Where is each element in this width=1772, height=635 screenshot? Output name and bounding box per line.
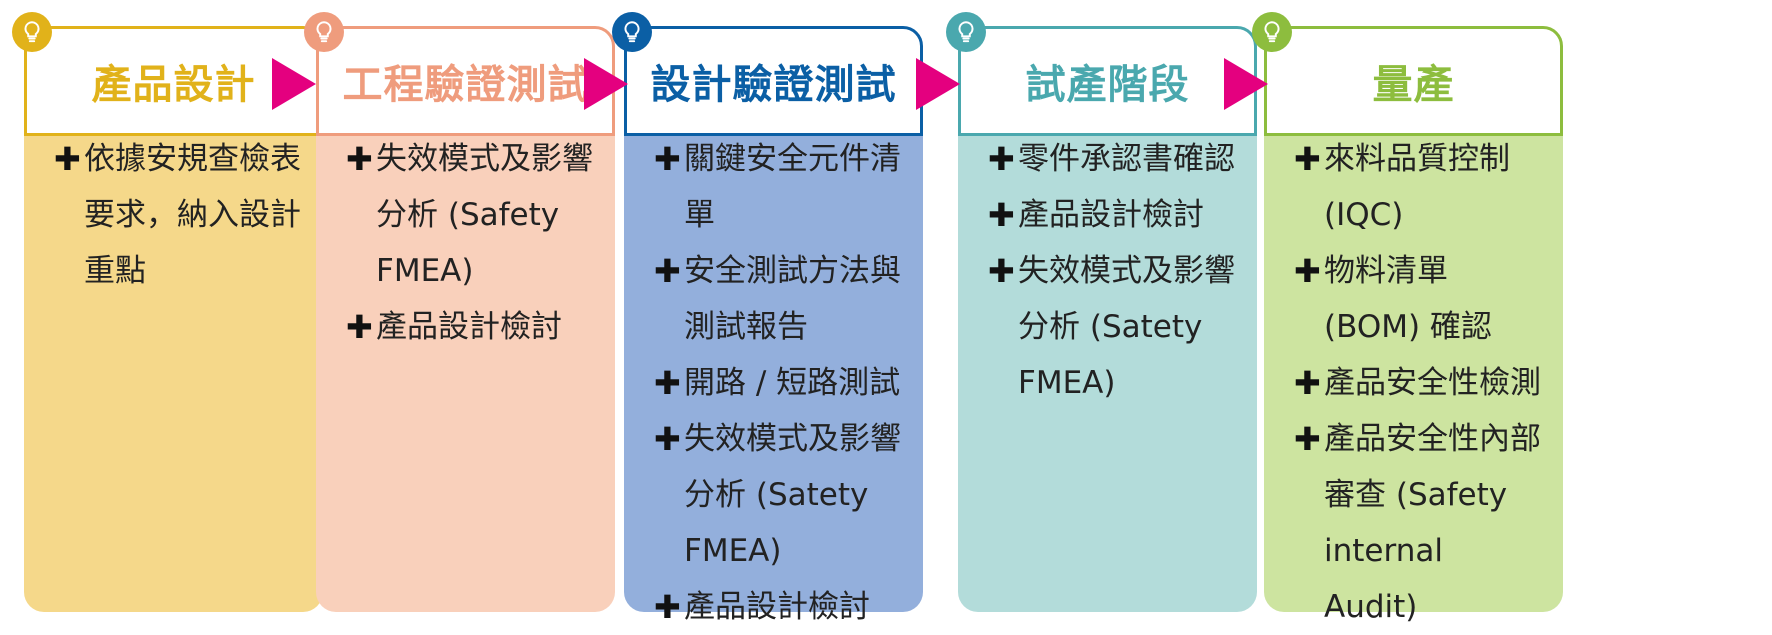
list-item: ✚產品安全性檢測 xyxy=(1294,355,1545,411)
list-item-text: 物料清單 (BOM) 確認 xyxy=(1324,253,1492,345)
list-item: ✚失效模式及影響分析 (Satety FMEA) xyxy=(988,243,1239,411)
arrow-right-icon xyxy=(916,58,960,110)
lightbulb-icon xyxy=(304,12,344,52)
list-item-text: 產品設計檢討 xyxy=(1018,197,1204,233)
list-item-text: 產品設計檢討 xyxy=(684,589,870,625)
list-item-text: 安全測試方法與測試報告 xyxy=(684,253,901,345)
stage-mass-production: 量產 ✚來料品質控制 (IQC) ✚物料清單 (BOM) 確認 ✚產品安全性檢測… xyxy=(1252,12,1563,625)
list-item: ✚產品設計檢討 xyxy=(346,299,597,355)
stage-header: 工程驗證測試 xyxy=(316,26,615,136)
stage-dvt: 設計驗證測試 ✚關鍵安全元件清單 ✚安全測試方法與測試報告 ✚開路 / 短路測試… xyxy=(612,12,923,626)
stage-title: 產品設計 xyxy=(91,62,256,108)
stage-product-design: 產品設計 ✚依據安規查檢表要求，納入設計重點 xyxy=(12,12,323,612)
plus-icon: ✚ xyxy=(1294,420,1321,458)
plus-icon: ✚ xyxy=(988,140,1015,178)
plus-icon: ✚ xyxy=(1294,252,1321,290)
list-item: ✚零件承認書確認 xyxy=(988,131,1239,187)
list-item: ✚產品設計檢討 xyxy=(654,579,905,635)
lightbulb-icon xyxy=(946,12,986,52)
list-item-text: 產品設計檢討 xyxy=(376,309,562,345)
plus-icon: ✚ xyxy=(654,140,681,178)
stage-title: 設計驗證測試 xyxy=(650,62,897,108)
list-item-text: 失效模式及影響分析 (Satety FMEA) xyxy=(1018,253,1235,401)
arrow-right-icon xyxy=(584,58,628,110)
stage-body: ✚來料品質控制 (IQC) ✚物料清單 (BOM) 確認 ✚產品安全性檢測 ✚產… xyxy=(1264,111,1563,625)
lightbulb-icon xyxy=(612,12,652,52)
plus-icon: ✚ xyxy=(654,588,681,626)
list-item-text: 產品安全性內部審查 (Safety internal Audit) xyxy=(1324,421,1541,625)
stage-item-list: ✚依據安規查檢表要求，納入設計重點 xyxy=(54,131,305,299)
list-item-text: 失效模式及影響分析 (Safety FMEA) xyxy=(376,141,593,289)
plus-icon: ✚ xyxy=(346,308,373,346)
list-item-text: 關鍵安全元件清單 xyxy=(684,141,901,233)
list-item: ✚安全測試方法與測試報告 xyxy=(654,243,905,355)
lightbulb-icon xyxy=(12,12,52,52)
stage-item-list: ✚失效模式及影響分析 (Safety FMEA) ✚產品設計檢討 xyxy=(346,131,597,355)
plus-icon: ✚ xyxy=(54,140,81,178)
list-item: ✚開路 / 短路測試 xyxy=(654,355,905,411)
stage-body: ✚關鍵安全元件清單 ✚安全測試方法與測試報告 ✚開路 / 短路測試 ✚失效模式及… xyxy=(624,111,923,626)
plus-icon: ✚ xyxy=(654,420,681,458)
lightbulb-icon xyxy=(1252,12,1292,52)
arrow-right-icon xyxy=(1224,58,1268,110)
list-item: ✚產品設計檢討 xyxy=(988,187,1239,243)
stage-title: 工程驗證測試 xyxy=(342,62,589,108)
stage-pilot-run: 試產階段 ✚零件承認書確認 ✚產品設計檢討 ✚失效模式及影響分析 (Satety… xyxy=(946,12,1257,612)
plus-icon: ✚ xyxy=(654,364,681,402)
list-item: ✚產品安全性內部審查 (Safety internal Audit) xyxy=(1294,411,1545,635)
list-item: ✚物料清單 (BOM) 確認 xyxy=(1294,243,1545,355)
stage-item-list: ✚零件承認書確認 ✚產品設計檢討 ✚失效模式及影響分析 (Satety FMEA… xyxy=(988,131,1239,411)
list-item-text: 產品安全性檢測 xyxy=(1324,365,1541,401)
list-item: ✚失效模式及影響分析 (Satety FMEA) xyxy=(654,411,905,579)
stage-header: 量產 xyxy=(1264,26,1563,136)
plus-icon: ✚ xyxy=(1294,364,1321,402)
arrow-right-icon xyxy=(272,58,316,110)
plus-icon: ✚ xyxy=(1294,140,1321,178)
plus-icon: ✚ xyxy=(988,252,1015,290)
list-item: ✚關鍵安全元件清單 xyxy=(654,131,905,243)
list-item-text: 依據安規查檢表要求，納入設計重點 xyxy=(84,141,301,289)
stage-body: ✚失效模式及影響分析 (Safety FMEA) ✚產品設計檢討 xyxy=(316,111,615,612)
stage-title: 量產 xyxy=(1372,62,1455,108)
list-item: ✚來料品質控制 (IQC) xyxy=(1294,131,1545,243)
list-item-text: 來料品質控制 (IQC) xyxy=(1324,141,1510,233)
stage-item-list: ✚關鍵安全元件清單 ✚安全測試方法與測試報告 ✚開路 / 短路測試 ✚失效模式及… xyxy=(654,131,905,635)
stage-title: 試產階段 xyxy=(1025,62,1190,108)
stage-body: ✚依據安規查檢表要求，納入設計重點 xyxy=(24,111,323,612)
stage-evt: 工程驗證測試 ✚失效模式及影響分析 (Safety FMEA) ✚產品設計檢討 xyxy=(304,12,615,612)
list-item-text: 開路 / 短路測試 xyxy=(684,365,901,401)
list-item: ✚失效模式及影響分析 (Safety FMEA) xyxy=(346,131,597,299)
stage-body: ✚零件承認書確認 ✚產品設計檢討 ✚失效模式及影響分析 (Satety FMEA… xyxy=(958,111,1257,612)
stage-item-list: ✚來料品質控制 (IQC) ✚物料清單 (BOM) 確認 ✚產品安全性檢測 ✚產… xyxy=(1294,131,1545,635)
stage-header: 設計驗證測試 xyxy=(624,26,923,136)
plus-icon: ✚ xyxy=(346,140,373,178)
list-item-text: 零件承認書確認 xyxy=(1018,141,1235,177)
stage-header: 試產階段 xyxy=(958,26,1257,136)
plus-icon: ✚ xyxy=(654,252,681,290)
list-item-text: 失效模式及影響分析 (Satety FMEA) xyxy=(684,421,901,569)
plus-icon: ✚ xyxy=(988,196,1015,234)
list-item: ✚依據安規查檢表要求，納入設計重點 xyxy=(54,131,305,299)
